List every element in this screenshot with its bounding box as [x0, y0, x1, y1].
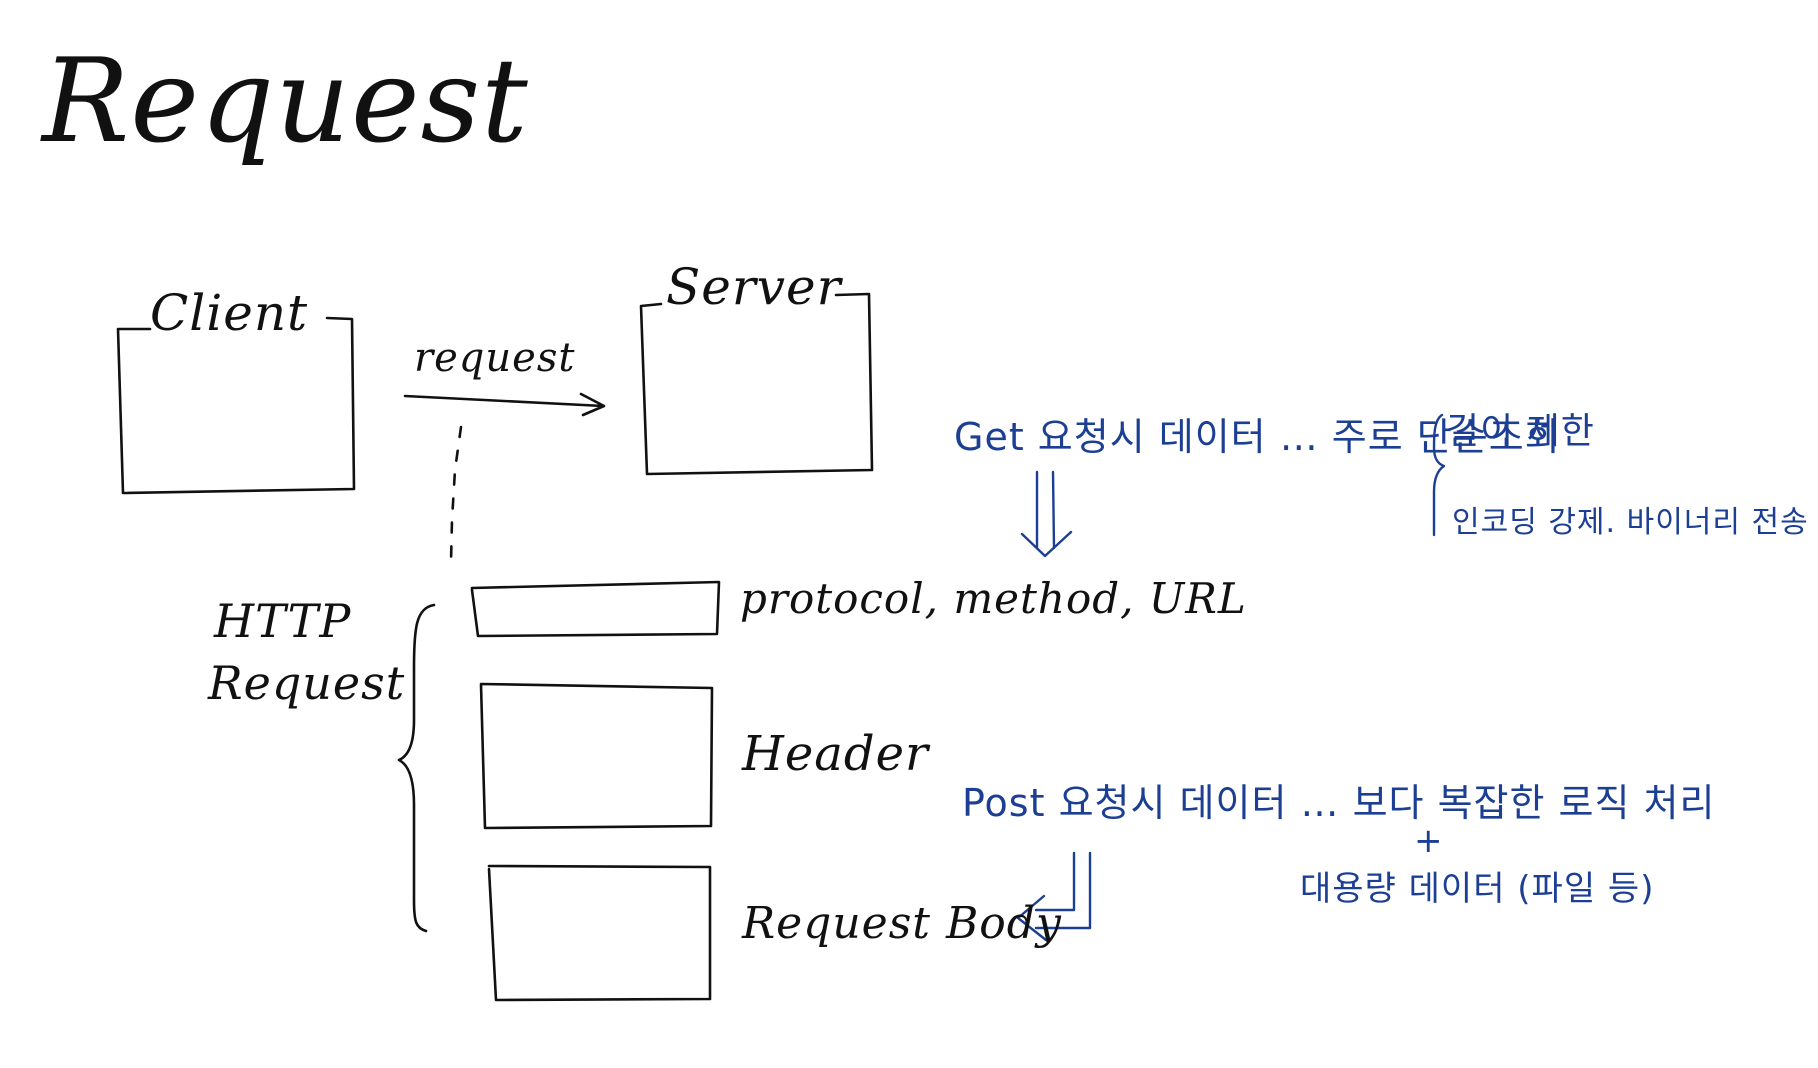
get-brace: [1432, 413, 1446, 537]
get-limit-encoding: 인코딩 강제. 바이너리 전송 어려움: [1452, 505, 1818, 540]
get-note: Get 요청시 데이터 … 주로 단순조회: [954, 415, 1561, 459]
post-extra: 대용량 데이터 (파일 등): [1300, 869, 1655, 909]
request-arrow: [403, 392, 606, 417]
post-note: Post 요청시 데이터 … 보다 복잡한 로직 처리: [962, 781, 1716, 825]
http-label: HTTP: [214, 594, 352, 648]
client-label: Client: [150, 284, 309, 342]
request-arrow-label: request: [414, 335, 576, 381]
post-plus: +: [1414, 821, 1444, 861]
http-request-label: Request: [208, 656, 406, 710]
client-box: [116, 316, 356, 495]
header-box: [479, 682, 714, 830]
get-double-arrow: [1020, 470, 1073, 558]
dotted-connector: [449, 425, 463, 564]
server-label: Server: [666, 258, 842, 316]
start-line-box: [470, 580, 721, 638]
start-line-label: protocol, method, URL: [740, 574, 1247, 623]
post-double-arrow: [1016, 851, 1092, 942]
body-box: [487, 864, 712, 1002]
server-box: [639, 292, 874, 476]
get-limit-length: 길이 제한: [1446, 411, 1595, 452]
body-label: Request Body: [742, 898, 1062, 949]
page-title: Request: [42, 34, 529, 169]
curly-brace: [397, 603, 436, 933]
header-label: Header: [742, 726, 929, 782]
